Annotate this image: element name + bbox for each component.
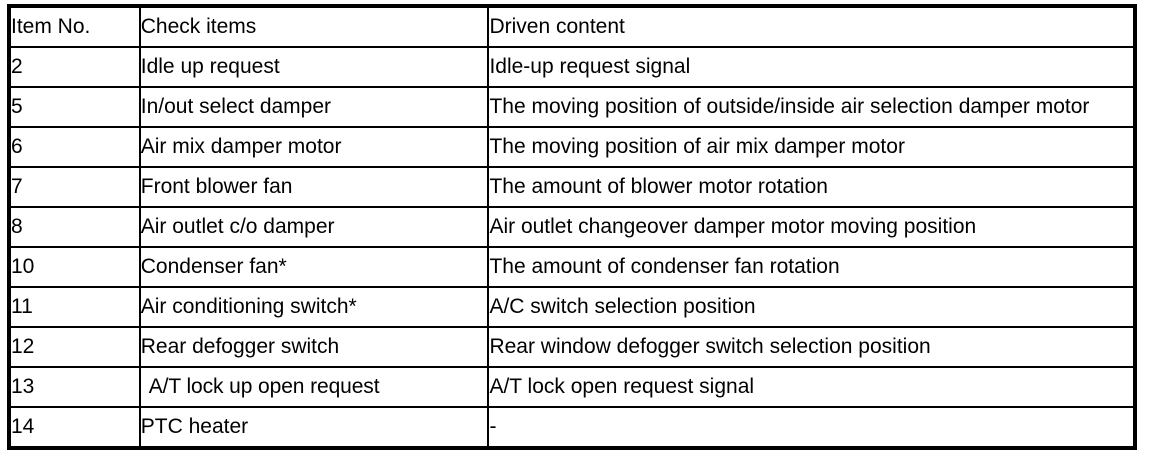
table-container: Item No. Check items Driven content 2 Id… xyxy=(7,4,1137,450)
cell-item-no: 11 xyxy=(9,287,141,328)
cell-item-no: 10 xyxy=(9,247,141,288)
cell-driven-content: Air outlet changeover damper motor movin… xyxy=(488,207,1135,248)
table-row: 12 Rear defogger switch Rear window defo… xyxy=(9,327,1135,368)
cell-check-item: Condenser fan* xyxy=(139,247,490,288)
cell-check-item: Front blower fan xyxy=(139,167,490,208)
table-row: 13 A/T lock up open request A/T lock ope… xyxy=(9,367,1135,408)
cell-check-item: In/out select damper xyxy=(139,87,490,128)
table-row: 8 Air outlet c/o damper Air outlet chang… xyxy=(9,207,1135,248)
cell-driven-content: Idle-up request signal xyxy=(488,47,1135,88)
cell-item-no: 12 xyxy=(9,327,141,368)
cell-item-no: 6 xyxy=(9,127,141,168)
cell-driven-content: A/C switch selection position xyxy=(488,287,1135,328)
cell-check-item: Air conditioning switch* xyxy=(139,287,490,328)
cell-item-no: 7 xyxy=(9,167,141,208)
column-header-item-no: Item No. xyxy=(9,6,141,48)
table-row: 6 Air mix damper motor The moving positi… xyxy=(9,127,1135,168)
cell-item-no: 14 xyxy=(9,407,141,448)
table-row: 2 Idle up request Idle-up request signal xyxy=(9,47,1135,88)
table-row: 11 Air conditioning switch* A/C switch s… xyxy=(9,287,1135,328)
column-header-check-items: Check items xyxy=(139,6,490,48)
cell-driven-content: - xyxy=(489,415,497,438)
driven-check-items-table: Item No. Check items Driven content 2 Id… xyxy=(7,4,1137,450)
cell-driven-content: The amount of blower motor rotation xyxy=(488,167,1135,208)
cell-item-no: 8 xyxy=(9,207,141,248)
cell-driven-content: Rear window defogger switch selection po… xyxy=(488,327,1135,368)
cell-check-item: Air mix damper motor xyxy=(139,127,490,168)
column-header-driven-content: Driven content xyxy=(488,6,1135,48)
table-body: 2 Idle up request Idle-up request signal… xyxy=(9,47,1135,448)
cell-driven-content: The moving position of outside/inside ai… xyxy=(488,87,1135,128)
cell-driven-content: The amount of condenser fan rotation xyxy=(488,247,1135,288)
table-row: 7 Front blower fan The amount of blower … xyxy=(9,167,1135,208)
table-header-row: Item No. Check items Driven content xyxy=(9,6,1135,48)
table-row: 10 Condenser fan* The amount of condense… xyxy=(9,247,1135,288)
cell-item-no: 13 xyxy=(9,367,141,408)
table-row: 5 In/out select damper The moving positi… xyxy=(9,87,1135,128)
cell-item-no: 5 xyxy=(9,87,141,128)
cell-check-item: Rear defogger switch xyxy=(139,327,490,368)
table-row: 14 PTC heater - xyxy=(9,407,1135,448)
cell-check-item: Air outlet c/o damper xyxy=(139,207,490,248)
cell-check-item: PTC heater xyxy=(139,407,490,448)
cell-item-no: 2 xyxy=(9,47,141,88)
table-header: Item No. Check items Driven content xyxy=(9,6,1135,48)
cell-driven-content: A/T lock open request signal xyxy=(488,367,1135,408)
cell-check-item: Idle up request xyxy=(139,47,490,88)
cell-check-item: A/T lock up open request xyxy=(139,367,490,408)
cell-driven-content: The moving position of air mix damper mo… xyxy=(488,127,1135,168)
